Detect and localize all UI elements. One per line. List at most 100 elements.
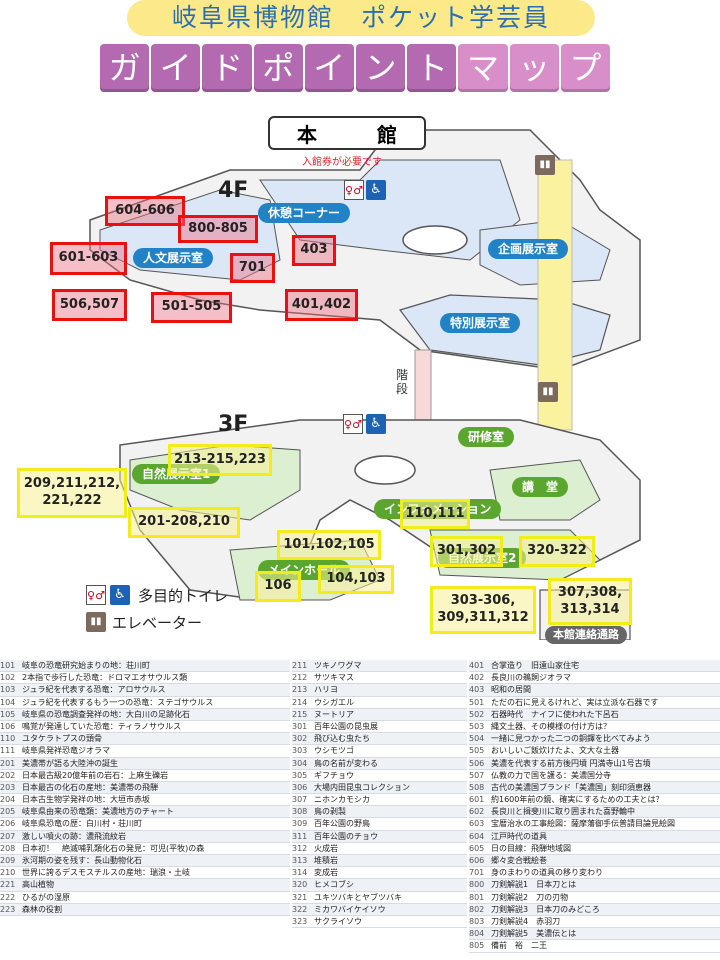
guide-box-213-215-223[interactable]: 213-215,223 [168,444,272,476]
guide-box-303-312[interactable]: 303-306, 309,311,312 [430,586,536,634]
guide-box-601-603[interactable]: 601-603 [50,242,127,275]
guide-box-301-302[interactable]: 301,302 [430,536,503,567]
guide-box-320-322[interactable]: 320-322 [519,536,595,567]
guide-box-501-505[interactable]: 501-505 [151,292,232,323]
list-item-number: 805 [469,941,485,951]
guide-box-201-210[interactable]: 201-208,210 [128,507,240,538]
room-kikaku[interactable]: 企画展示室 [488,239,569,259]
guide-box-101-105[interactable]: 101,102,105 [277,530,381,560]
room-rest-corner[interactable]: 休憩コーナー [258,203,351,223]
list-item-number: 221 [0,880,16,890]
room-tokubetsu[interactable]: 特別展示室 [440,313,521,333]
list-item-number: 401 [469,661,485,670]
guide-box-103-104[interactable]: 104,103 [318,565,394,594]
guide-box-209-222[interactable]: 209,211,212, 221,222 [17,468,127,518]
guide-box-800-805[interactable]: 800-805 [178,215,258,243]
list-item-text: 氷河期の姿を残す：長山動物化石 [22,856,142,865]
guide-box-401-402[interactable]: 401,402 [285,289,358,321]
guide-box-307-314[interactable]: 307,308, 313,314 [548,578,632,625]
guide-box-506-507[interactable]: 506,507 [52,289,127,321]
guide-box-403[interactable]: 403 [292,235,336,266]
room-kenshu[interactable]: 研修室 [458,427,515,447]
list-item-text: ヒメコブシ [314,880,354,890]
guide-box-110-111[interactable]: 110,111 [400,499,470,529]
room-passage[interactable]: 本館連絡通路 [545,626,627,644]
guide-box-604-606[interactable]: 604-606 [105,196,185,226]
list-item-text: ハリヨ [314,685,338,695]
room-kodo[interactable]: 講 堂 [512,477,569,497]
guide-box-106[interactable]: 106 [255,571,301,602]
list-item-number: 205 [0,807,16,817]
room-humanities[interactable]: 人文展示室 [133,248,214,268]
guide-box-701[interactable]: 701 [230,253,275,283]
